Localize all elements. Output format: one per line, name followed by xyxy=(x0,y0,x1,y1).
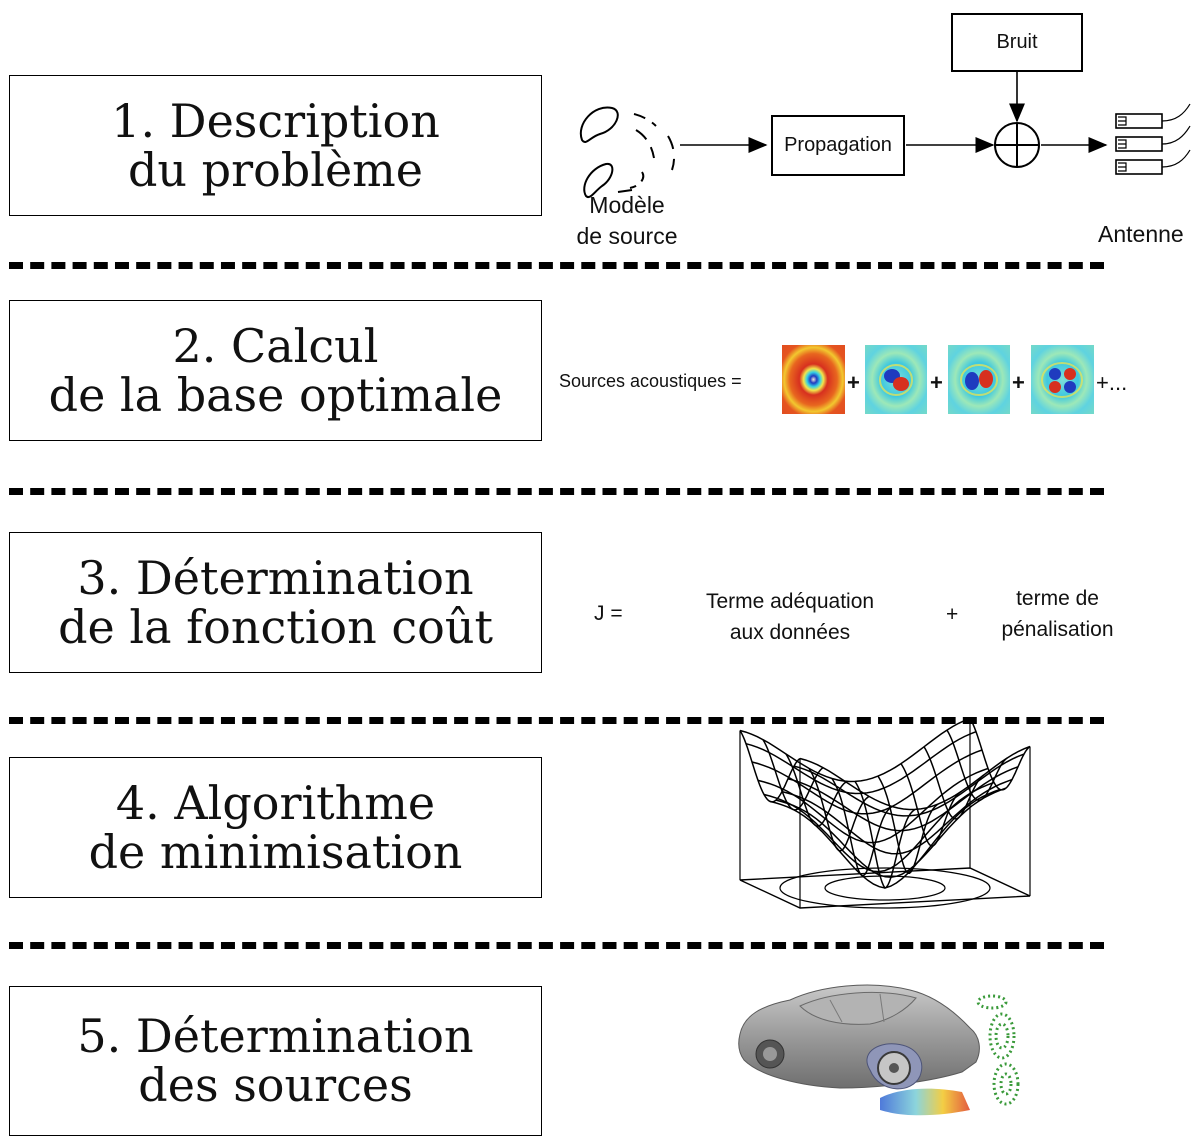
step-1-box: 1. Description du problème xyxy=(9,75,542,216)
noise-label: Bruit xyxy=(996,31,1038,53)
penalty-term: terme de pénalisation xyxy=(1001,587,1114,641)
plus-sign-2: + xyxy=(930,370,943,395)
step-4-subtitle: de minimisation xyxy=(88,824,463,879)
step-2-subtitle: de la base optimale xyxy=(48,367,503,422)
separator-4 xyxy=(9,942,1104,949)
source-model-icon xyxy=(579,106,676,198)
step-1-title: 1. Description xyxy=(111,93,440,148)
acoustic-sources-label: Sources acoustiques = xyxy=(559,371,742,391)
step-5-subtitle: des sources xyxy=(138,1058,413,1112)
step-2-box: 2. Calcul de la base optimale xyxy=(9,300,542,441)
signal-flow-arrows xyxy=(680,72,1108,153)
step-5-title: 5. Détermination xyxy=(77,1009,474,1063)
plus-sign-1: + xyxy=(847,370,860,395)
step-1-subtitle: du problème xyxy=(127,142,424,197)
step-5-box: 5. Détermination des sources xyxy=(9,986,542,1136)
separator-1 xyxy=(9,262,1104,269)
separator-3 xyxy=(9,717,1104,724)
basis-mode-2 xyxy=(865,345,927,414)
microphone-array-icon xyxy=(1115,103,1191,175)
basis-mode-4 xyxy=(1031,345,1094,414)
cost-plus-sign: + xyxy=(946,603,959,626)
cost-surface-plot xyxy=(739,717,1031,909)
basis-mode-3 xyxy=(948,345,1010,414)
data-fidelity-term: Terme adéquation aux données xyxy=(705,590,875,644)
separator-2 xyxy=(9,488,1104,495)
cost-j-label: J = xyxy=(594,602,623,625)
ellipsis-terms: +... xyxy=(1096,370,1128,395)
summing-junction-icon xyxy=(994,122,1040,168)
step-3-title: 3. Détermination xyxy=(77,550,474,605)
propagation-label: Propagation xyxy=(784,134,892,156)
step-3-box: 3. Détermination de la fonction coût xyxy=(9,532,542,673)
plus-sign-3: + xyxy=(1012,370,1025,395)
step-2-title: 2. Calcul xyxy=(172,318,379,373)
step-3-subtitle: de la fonction coût xyxy=(58,599,493,654)
propagation-block: Propagation xyxy=(771,115,905,176)
antenna-label: Antenne xyxy=(1098,221,1184,247)
step-4-title: 4. Algorithme xyxy=(115,775,436,830)
basis-mode-1 xyxy=(782,345,845,414)
noise-block: Bruit xyxy=(951,13,1083,72)
source-model-label: Modèle de source xyxy=(576,192,678,249)
step-4-box: 4. Algorithme de minimisation xyxy=(9,757,542,898)
car-source-map xyxy=(738,984,1020,1116)
